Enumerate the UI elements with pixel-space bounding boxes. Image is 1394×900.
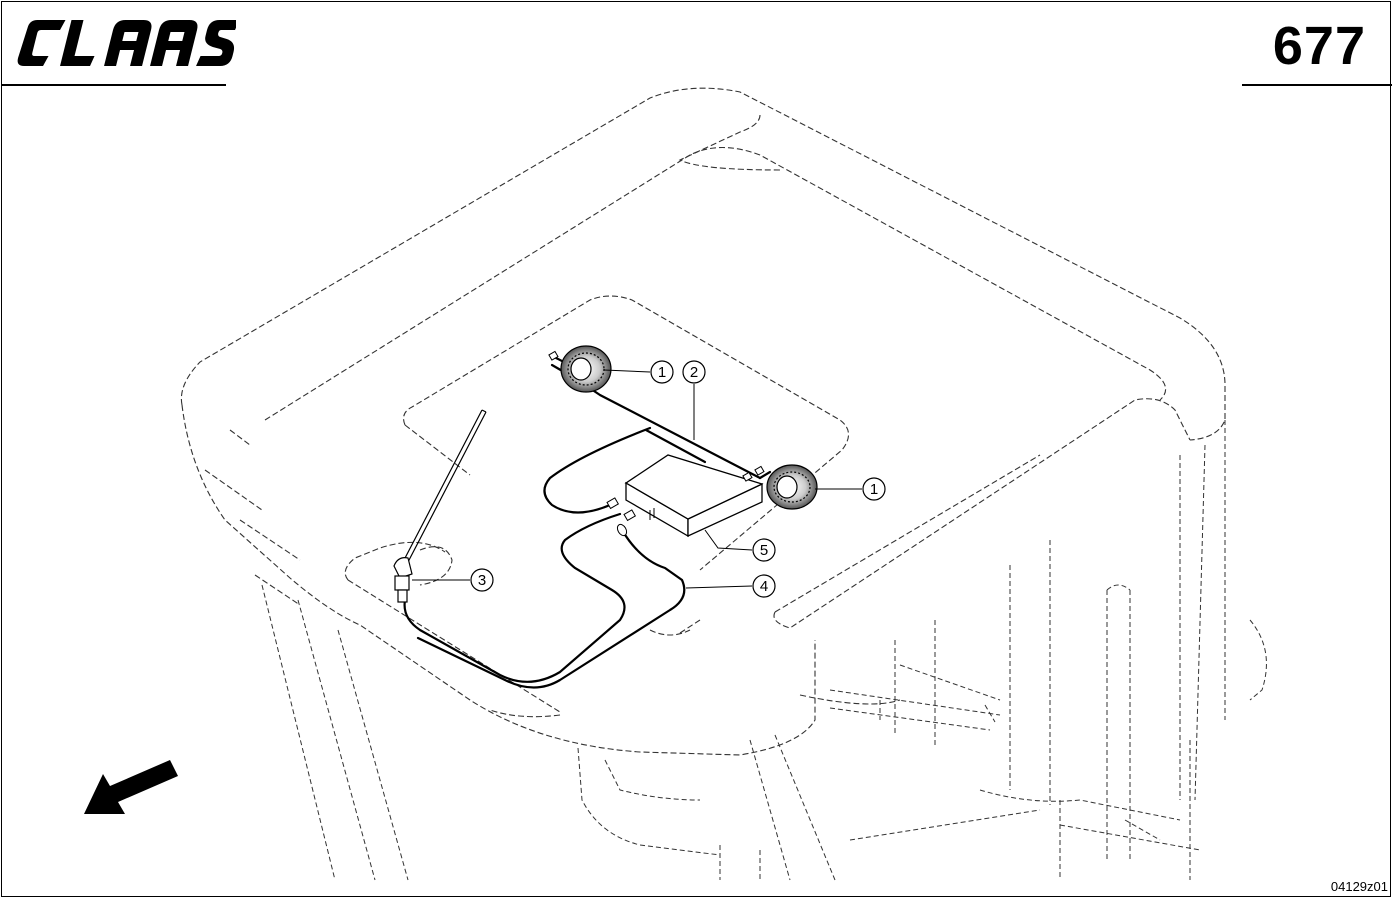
callout-2: 2 — [682, 360, 706, 384]
svg-text:2: 2 — [690, 364, 698, 381]
svg-text:4: 4 — [760, 578, 768, 595]
callout-1a: 1 — [650, 360, 674, 384]
speaker-right — [766, 464, 818, 510]
callout-4: 4 — [752, 574, 776, 598]
speaker-left — [560, 345, 612, 393]
connectors — [548, 350, 765, 537]
direction-arrow-icon — [84, 760, 178, 814]
cab-roof-outline — [180, 87, 1226, 756]
cab-frame-posts — [261, 420, 1267, 881]
svg-text:1: 1 — [658, 364, 666, 381]
header-rule-left — [2, 84, 226, 86]
radio-unit — [624, 454, 764, 538]
svg-text:3: 3 — [478, 572, 486, 589]
svg-text:1: 1 — [870, 481, 878, 498]
page-number: 677 — [1272, 16, 1366, 76]
antenna — [393, 409, 487, 603]
callout-1b: 1 — [862, 477, 886, 501]
header-rule-right — [1242, 84, 1392, 86]
leader-lines — [412, 369, 862, 589]
svg-text:5: 5 — [760, 542, 768, 559]
callout-5: 5 — [752, 538, 776, 562]
claas-logo — [17, 20, 236, 66]
callout-3: 3 — [470, 568, 494, 592]
drawing-id: 04129z01 — [1330, 879, 1388, 894]
